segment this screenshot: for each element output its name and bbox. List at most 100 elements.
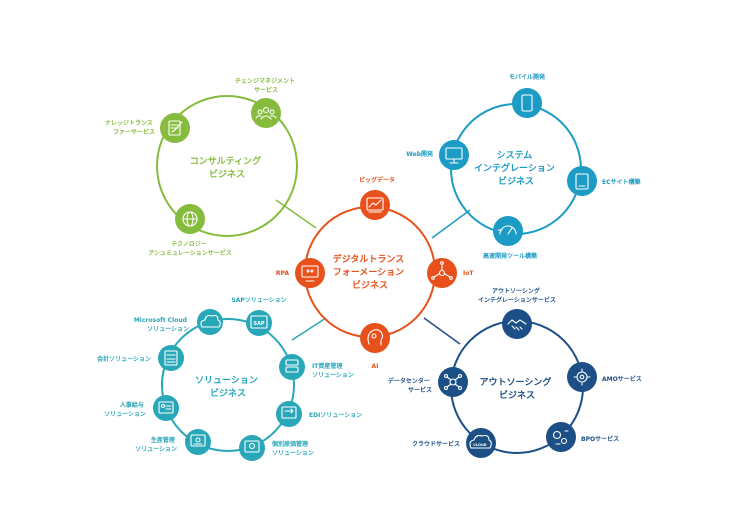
connectors xyxy=(275,199,471,345)
svg-text:Microsoft Cloud ソリューション: Microsoft Cloud ソリューション xyxy=(134,317,189,333)
datacenter-label-2: サービス xyxy=(408,386,432,394)
gauge-icon xyxy=(497,225,517,235)
svg-text:人事給与 ソリューション: 人事給与 ソリューション xyxy=(104,401,146,418)
cost-management-label-2: ソリューション xyxy=(272,450,314,457)
cost-management-label-1: 個別原価管理 xyxy=(271,440,308,448)
technology-assimilation-label-1: テクノロジー xyxy=(171,240,207,248)
microsoft-cloud-label-2: ソリューション xyxy=(147,326,189,333)
smartphone-icon xyxy=(521,94,533,112)
ai-node[interactable] xyxy=(360,323,390,353)
bpo-node[interactable] xyxy=(546,422,576,452)
tablet-icon xyxy=(575,173,589,190)
knowledge-transfer-node[interactable] xyxy=(160,113,190,143)
system-group: システム インテグレーション ビジネス モバイル開発 Web開発 ECサイ xyxy=(406,73,641,260)
outsourcing-title-line2: ビジネス xyxy=(499,389,535,401)
bigdata-node[interactable] xyxy=(360,190,390,220)
document-icon xyxy=(168,120,183,136)
connector-consulting xyxy=(275,199,317,229)
hr-payroll-label-2: ソリューション xyxy=(104,411,146,418)
change-management-node[interactable] xyxy=(251,98,281,128)
rapid-dev-node[interactable] xyxy=(493,216,523,246)
technology-assimilation-label-2: アシュミュレーションサービス xyxy=(148,249,232,257)
production-label-2: ソリューション xyxy=(135,446,177,453)
solution-title-line1: ソリューション xyxy=(195,375,258,386)
gear-icon xyxy=(573,368,591,386)
outsourcing-integration-node[interactable] xyxy=(502,309,532,339)
edi-label: EDIソリューション xyxy=(309,412,362,419)
edi-node[interactable] xyxy=(276,401,302,427)
hr-payroll-label-1: 人事給与 xyxy=(120,401,144,409)
change-management-label-1: チェンジマネジメント xyxy=(235,77,295,85)
globe-icon xyxy=(182,211,198,227)
dx-title-line1: デジタルトランス xyxy=(333,253,405,265)
svg-text:IT資産管理 ソリューション: IT資産管理 ソリューション xyxy=(312,362,354,379)
svg-text:デジタルトランス フォーメーション: デジタルトランス フォーメーション ビジネス xyxy=(333,253,408,291)
production-label-1: 生産管理 xyxy=(151,436,175,444)
datacenter-node[interactable] xyxy=(438,367,468,397)
svg-text:ナレッジトランス ファーサービス: ナレッジトランス ファーサービス xyxy=(105,120,155,136)
server-icon xyxy=(285,359,299,373)
svg-text:アウトソーシング インテグレーションサービス: アウトソーシング インテグレーションサービス xyxy=(478,287,556,304)
svg-text:個別原価管理 ソリューション: 個別原価管理 ソリューション xyxy=(271,440,314,457)
mobile-dev-node[interactable] xyxy=(512,88,542,118)
consulting-title-line2: ビジネス xyxy=(209,168,245,180)
svg-text:システム インテグレーション ビジネ: システム インテグレーション ビジネス xyxy=(474,150,558,187)
microsoft-cloud-node[interactable] xyxy=(197,309,223,335)
dx-title-line2: フォーメーション xyxy=(333,267,404,278)
network-icon xyxy=(431,261,453,280)
hr-payroll-node[interactable] xyxy=(153,395,179,421)
accounting-node[interactable] xyxy=(158,345,184,371)
coins-icon xyxy=(244,440,260,453)
consulting-ring xyxy=(156,95,298,237)
outsourcing-title-line1: アウトソーシング xyxy=(480,376,552,388)
technology-assimilation-node[interactable] xyxy=(175,204,205,234)
people-icon xyxy=(255,106,277,120)
outsourcing-integration-label-1: アウトソーシング xyxy=(492,287,540,295)
svg-text:チェンジマネジメント サービス: チェンジマネジメント サービス xyxy=(235,77,297,94)
change-management-label-2: サービス xyxy=(254,86,278,94)
svg-text:アウトソーシング ビジネス: アウトソーシング ビジネス xyxy=(480,376,555,401)
handshake-icon xyxy=(507,319,527,331)
rapid-dev-label: 高速開発ツール構築 xyxy=(483,252,538,260)
outsourcing-integration-label-2: インテグレーションサービス xyxy=(478,296,556,304)
consulting-group: コンサルティング ビジネス チェンジマネジメント サービス xyxy=(105,77,298,257)
ec-site-label: ECサイト構築 xyxy=(602,178,642,186)
cloud-service-node[interactable]: CLOUD xyxy=(466,428,496,458)
svg-text:コンサルティング ビジネス: コンサルティング ビジネス xyxy=(190,155,265,180)
svg-text:ソリューション ビジネス: ソリューション ビジネス xyxy=(195,375,261,399)
bpo-label: BPOサービス xyxy=(581,435,619,443)
knowledge-transfer-label-1: ナレッジトランス xyxy=(105,120,153,127)
web-dev-node[interactable] xyxy=(439,140,469,170)
sap-icon: SAP xyxy=(250,315,268,329)
cloud-icon-text: CLOUD xyxy=(473,443,486,447)
outsourcing-group: アウトソーシング ビジネス アウトソーシング インテグレーションサービス xyxy=(388,287,642,458)
it-asset-label-2: ソリューション xyxy=(312,372,354,379)
cloud-icon xyxy=(200,314,221,328)
connector-outsourcing xyxy=(423,317,461,345)
brain-icon xyxy=(367,329,384,346)
mobile-dev-label: モバイル開発 xyxy=(509,73,546,81)
accounting-label: 会計ソリューション xyxy=(97,355,151,363)
cloud-icon: CLOUD xyxy=(469,434,492,449)
solution-group: ソリューション ビジネス SAP SAPソリューション Microsoft Cl… xyxy=(97,297,362,461)
cost-management-node[interactable] xyxy=(239,435,265,461)
amo-node[interactable] xyxy=(567,362,597,392)
rpa-node[interactable] xyxy=(295,258,325,288)
monitor-robot-icon xyxy=(301,265,319,282)
production-node[interactable] xyxy=(185,429,211,455)
ec-site-node[interactable] xyxy=(567,166,597,196)
ai-label: AI xyxy=(372,363,379,370)
svg-text:データセンター サービス: データセンター サービス xyxy=(388,377,432,394)
calculator-icon xyxy=(164,350,178,366)
connector-solution xyxy=(291,317,327,341)
dx-title-line3: ビジネス xyxy=(352,279,388,291)
iot-node[interactable] xyxy=(427,258,457,288)
it-asset-node[interactable] xyxy=(279,354,305,380)
system-title-line3: ビジネス xyxy=(498,175,534,187)
dx-group: デジタルトランス フォーメーション ビジネス ビッグデータ RPA xyxy=(276,176,474,370)
datacenter-label-1: データセンター xyxy=(388,377,430,385)
sap-node[interactable]: SAP xyxy=(246,310,272,336)
factory-icon xyxy=(190,434,206,447)
consulting-title-line1: コンサルティング xyxy=(190,155,261,167)
